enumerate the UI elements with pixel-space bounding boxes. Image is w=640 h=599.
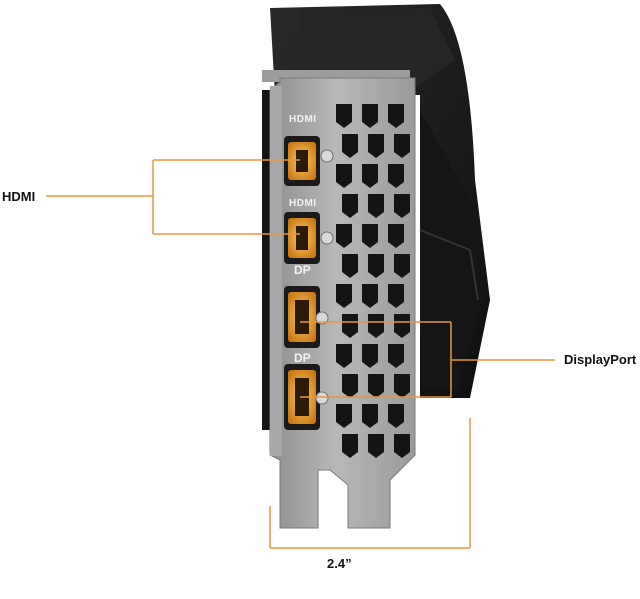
vent-hole	[368, 194, 384, 218]
vent-hole	[388, 224, 404, 248]
vent-hole	[336, 164, 352, 188]
vent-hole	[368, 314, 384, 338]
vent-hole	[336, 104, 352, 128]
displayport-1	[284, 286, 320, 348]
hdmi-label: HDMI	[2, 189, 36, 204]
vent-hole	[362, 284, 378, 308]
vent-hole	[368, 434, 384, 458]
vent-hole	[388, 164, 404, 188]
hdmi-port-1	[284, 136, 320, 186]
hdmi-port-2	[284, 212, 320, 264]
vent-hole	[362, 344, 378, 368]
vent-hole	[388, 284, 404, 308]
vent-hole	[342, 434, 358, 458]
vent-hole	[362, 104, 378, 128]
vent-hole	[336, 284, 352, 308]
vent-hole	[342, 314, 358, 338]
vent-hole	[388, 104, 404, 128]
marking-hdmi-bottom: HDMI	[289, 198, 317, 209]
vent-holes	[336, 104, 410, 458]
vent-hole	[368, 374, 384, 398]
displayport-callout	[300, 321, 555, 398]
vent-hole	[362, 224, 378, 248]
vent-hole	[336, 404, 352, 428]
vent-hole	[336, 344, 352, 368]
vent-hole	[394, 254, 410, 278]
vent-hole	[388, 344, 404, 368]
vent-hole	[394, 374, 410, 398]
vent-hole	[342, 254, 358, 278]
marking-hdmi-top: HDMI	[289, 114, 317, 125]
vent-hole	[342, 374, 358, 398]
width-label: 2.4”	[327, 556, 352, 571]
vent-hole	[342, 194, 358, 218]
width-dimension	[269, 418, 471, 549]
vent-hole	[362, 164, 378, 188]
displayport-label: DisplayPort	[564, 352, 637, 367]
bracket-screws	[315, 149, 334, 405]
vent-hole	[336, 224, 352, 248]
vent-hole	[362, 404, 378, 428]
vent-hole	[368, 134, 384, 158]
vent-hole	[342, 134, 358, 158]
vent-hole	[394, 194, 410, 218]
vent-hole	[394, 134, 410, 158]
hdmi-callout	[46, 159, 300, 235]
marking-dp-top: DP	[294, 263, 311, 277]
vent-hole	[388, 404, 404, 428]
vent-hole	[394, 434, 410, 458]
vent-hole	[368, 254, 384, 278]
marking-dp-bottom: DP	[294, 351, 311, 365]
bracket-markings: HDMI HDMI DP DP	[289, 114, 317, 365]
vent-hole	[394, 314, 410, 338]
